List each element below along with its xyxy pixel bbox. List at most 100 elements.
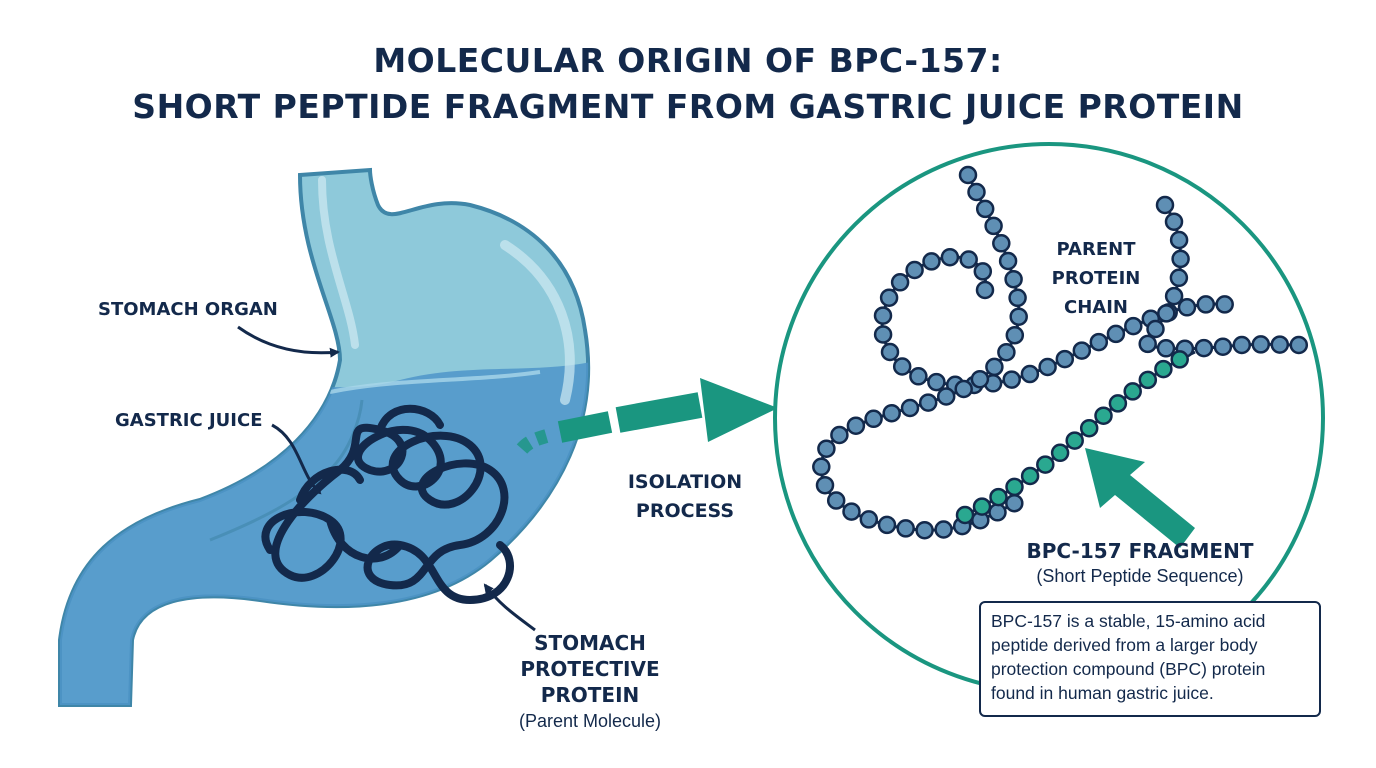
fragment-bead <box>1036 455 1055 474</box>
fragment-beads <box>955 350 1189 525</box>
fragment-bead <box>972 497 992 516</box>
fragment-bead <box>1065 431 1084 450</box>
parent-chain-bead <box>1156 339 1176 358</box>
parent-chain-bead <box>1289 335 1309 355</box>
parent-chain-beads <box>812 165 1309 540</box>
title-line-1: MOLECULAR ORIGIN OF BPC-157: <box>373 41 1003 80</box>
fragment-bead <box>1123 382 1142 401</box>
fragment-bead <box>1154 359 1173 379</box>
parent-chain-bead <box>1157 304 1176 323</box>
parent-chain-bead <box>1072 341 1092 360</box>
parent-chain-label: PARENT PROTEIN CHAIN <box>1036 235 1156 322</box>
parent-chain-bead <box>1020 364 1040 384</box>
protective-protein-sublabel: (Parent Molecule) <box>518 711 662 731</box>
description-caption-box: BPC-157 is a stable, 15-amino acid pepti… <box>979 601 1321 717</box>
parent-chain-bead <box>973 262 993 281</box>
fragment-bead <box>955 505 975 525</box>
parent-chain-bead <box>940 247 960 267</box>
protective-protein-line-1: STOMACH <box>534 631 646 655</box>
parent-chain-bead <box>1196 295 1216 314</box>
parent-chain-bead <box>1171 249 1190 269</box>
parent-chain-line-3: CHAIN <box>1064 297 1128 318</box>
parent-chain-bead <box>877 515 897 535</box>
parent-chain-bead <box>975 280 995 300</box>
parent-chain-bead <box>988 503 1007 522</box>
parent-chain-bead <box>892 357 912 376</box>
parent-chain-bead <box>842 502 861 521</box>
parent-chain-bead <box>1251 335 1271 354</box>
protective-protein-label: STOMACH PROTECTIVE PROTEIN (Parent Molec… <box>470 630 710 734</box>
parent-chain-bead <box>905 260 924 280</box>
parent-chain-bead <box>873 325 893 344</box>
parent-chain-bead <box>1005 493 1024 513</box>
fragment-sublabel: (Short Peptide Sequence) <box>1036 566 1244 586</box>
parent-chain-bead <box>975 199 995 219</box>
parent-chain-bead <box>1038 357 1057 377</box>
parent-chain-bead <box>879 288 899 307</box>
title-line-2: SHORT PEPTIDE FRAGMENT FROM GASTRIC JUIC… <box>132 87 1244 126</box>
isolation-line-1: ISOLATION <box>627 471 743 493</box>
parent-chain-bead <box>890 273 910 292</box>
parent-chain-bead <box>992 234 1011 253</box>
protein-chain-group <box>812 165 1309 540</box>
parent-chain-bead <box>984 216 1003 236</box>
page-title: MOLECULAR ORIGIN OF BPC-157: SHORT PEPTI… <box>0 38 1376 130</box>
parent-chain-bead <box>909 367 928 386</box>
parent-chain-bead <box>896 519 915 538</box>
parent-chain-bead <box>1002 370 1021 389</box>
esophagus-highlight <box>318 176 359 349</box>
parent-chain-bead <box>1106 324 1126 344</box>
gastric-juice-label: GASTRIC JUICE <box>115 410 263 431</box>
parent-chain-bead <box>880 342 900 362</box>
parent-chain-bead <box>815 475 835 495</box>
parent-chain-bead <box>934 520 953 539</box>
parent-chain-bead <box>967 182 986 202</box>
isolation-line-2: PROCESS <box>635 500 735 522</box>
fluid-surface-highlight <box>329 370 541 394</box>
parent-chain-bead <box>927 372 946 392</box>
parent-chain-bead <box>1164 286 1184 306</box>
fragment-bead <box>1108 394 1128 413</box>
parent-chain-bead <box>1215 295 1234 314</box>
parent-chain-bead <box>1177 298 1197 317</box>
stomach-organ-arrow <box>237 325 340 358</box>
fragment-bead <box>1050 443 1070 463</box>
parent-chain-bead <box>1009 307 1028 326</box>
parent-chain-line-2: PROTEIN <box>1051 268 1141 289</box>
fragment-pointer-arrow <box>1085 448 1195 548</box>
fragment-bead <box>1020 466 1040 486</box>
fragment-bead <box>1079 418 1099 438</box>
fragment-bead <box>1170 350 1189 369</box>
isolation-process-label: ISOLATION PROCESS <box>620 468 750 526</box>
parent-chain-bead <box>817 439 836 458</box>
parent-chain-bead <box>1155 195 1175 215</box>
parent-chain-bead <box>954 379 973 399</box>
parent-chain-bead <box>936 387 956 406</box>
parent-chain-bead <box>873 306 893 325</box>
caption-line-2: peptide derived from a larger body <box>991 635 1258 655</box>
parent-chain-bead <box>1146 319 1165 339</box>
parent-chain-bead <box>1232 335 1252 355</box>
parent-chain-bead <box>958 165 978 185</box>
fragment-title: BPC-157 FRAGMENT <box>1026 539 1254 563</box>
parent-chain-bead <box>997 342 1016 362</box>
parent-chain-bead <box>970 369 990 389</box>
parent-chain-bead <box>1124 316 1143 336</box>
parent-chain-bead <box>826 491 846 510</box>
gastric-juice-arrow <box>271 423 322 495</box>
parent-chain-bead <box>1089 332 1109 352</box>
stomach-inner-highlight <box>500 240 575 405</box>
fragment-bead <box>989 487 1008 507</box>
fragment-label: BPC-157 FRAGMENT (Short Peptide Sequence… <box>1010 538 1270 588</box>
parent-chain-bead <box>1194 338 1214 358</box>
parent-chain-bead <box>812 457 831 477</box>
fragment-bead <box>1005 477 1024 497</box>
caption-line-4: found in human gastric juice. <box>991 683 1214 703</box>
parent-chain-bead <box>1005 325 1025 345</box>
parent-chain-bead <box>918 393 938 412</box>
parent-chain-bead <box>1004 269 1023 289</box>
protective-protein-arrow <box>483 583 536 632</box>
parent-chain-bead <box>985 357 1004 377</box>
parent-chain-bead <box>900 398 920 418</box>
